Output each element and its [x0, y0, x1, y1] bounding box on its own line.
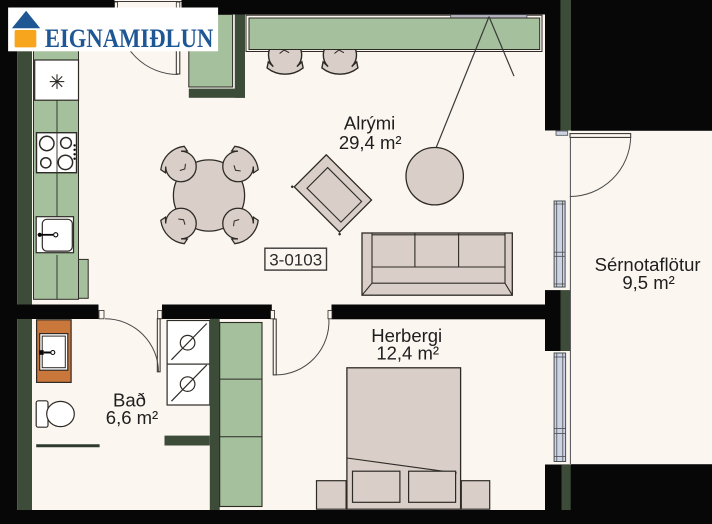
svg-text:Alrými: Alrými — [344, 113, 395, 134]
svg-text:6,6 m²: 6,6 m² — [106, 407, 158, 428]
svg-text:3-0103: 3-0103 — [269, 251, 322, 270]
svg-text:9,5 m²: 9,5 m² — [622, 272, 674, 293]
svg-text:29,4 m²: 29,4 m² — [339, 132, 402, 153]
svg-text:12,4 m²: 12,4 m² — [376, 342, 439, 363]
svg-text:Herbergi: Herbergi — [371, 325, 442, 346]
svg-text:Sérnotaflötur: Sérnotaflötur — [595, 254, 701, 275]
svg-text:EIGNAMIÐLUN: EIGNAMIÐLUN — [45, 24, 214, 53]
svg-text:Bað: Bað — [113, 390, 146, 411]
